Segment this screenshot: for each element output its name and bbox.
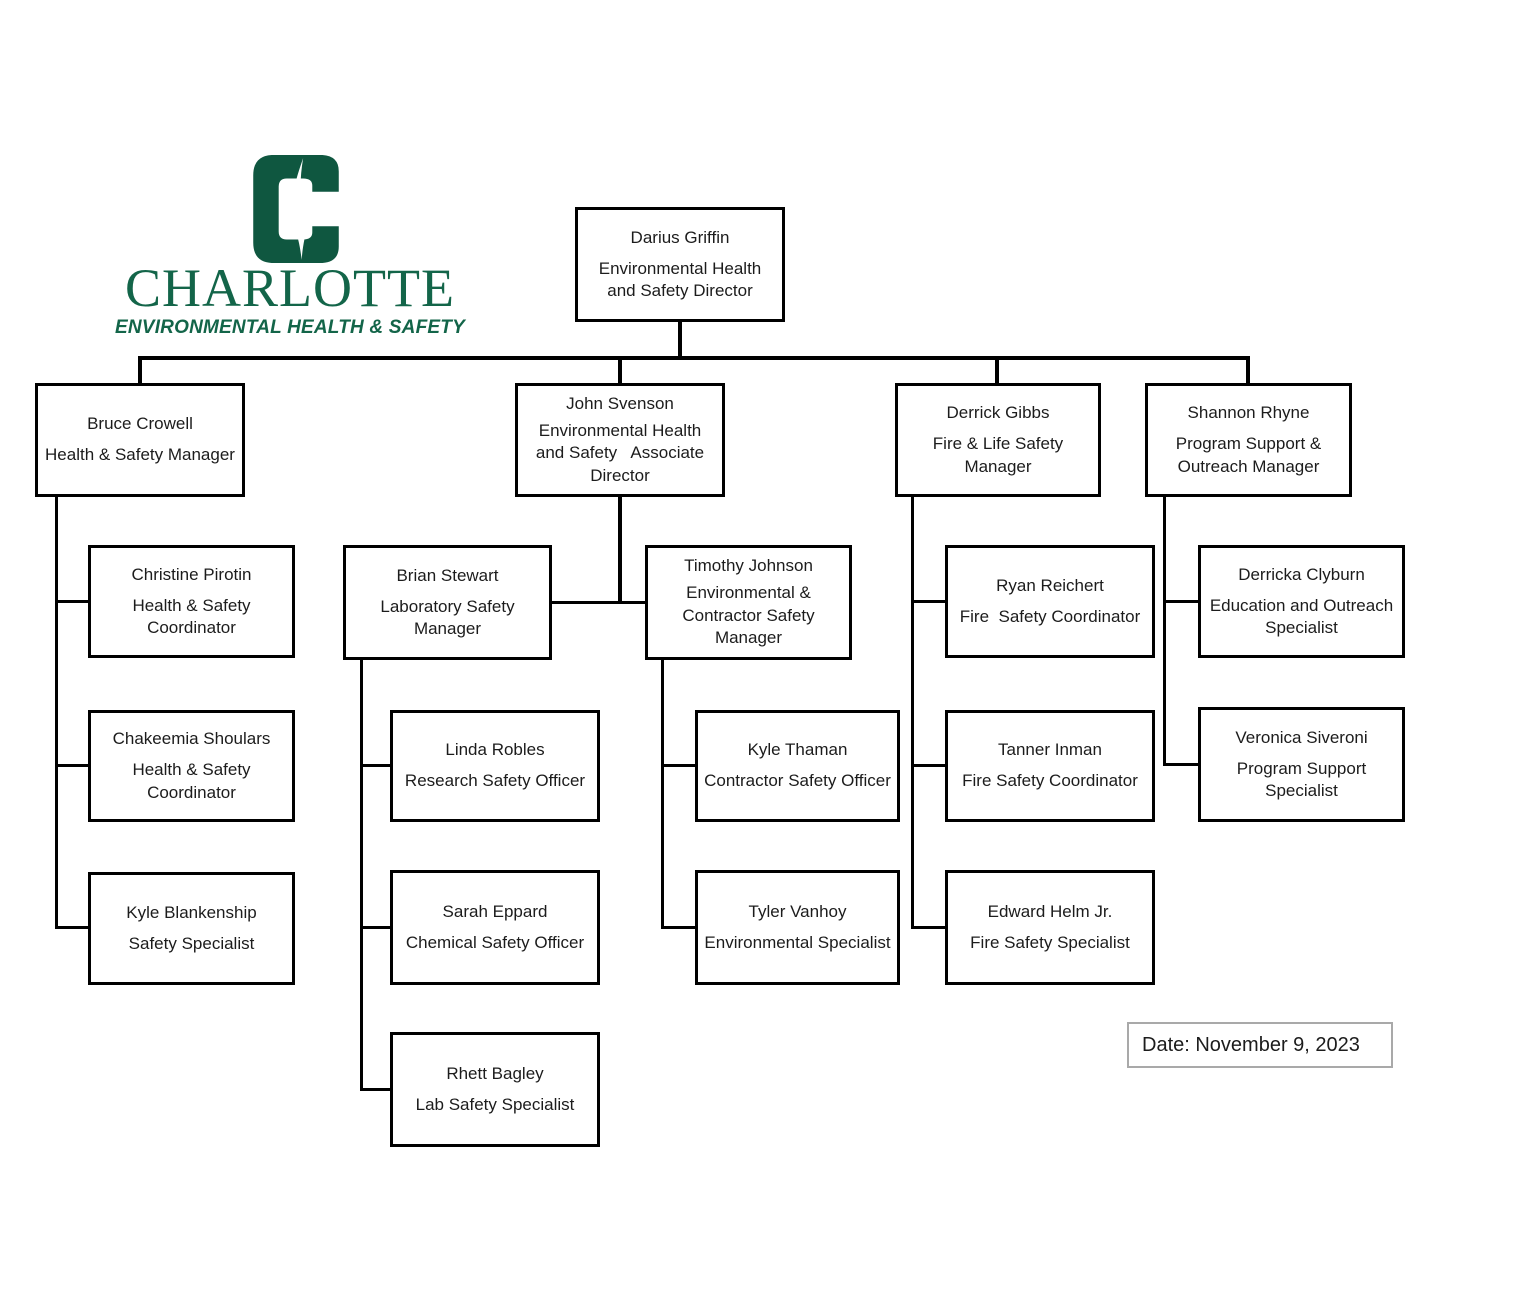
person-title: Contractor Safety Officer [704, 771, 891, 791]
connector-timothy-stub-tyler [661, 926, 695, 929]
person-title: Fire & Life Safety Manager [932, 434, 1064, 476]
connector-shannon-stub-derricka [1163, 600, 1198, 603]
person-title: Laboratory Safety Manager [380, 596, 515, 639]
person-title: Fire Safety Coordinator [962, 771, 1138, 791]
person-title: Fire Safety Coordinator [959, 606, 1141, 626]
person-title: Health & Safety Manager [45, 445, 235, 465]
connector-timothy-stub-kylet [661, 764, 695, 767]
person-name: Shannon Rhyne [1187, 403, 1310, 423]
org-node-derricka-clyburn: Derricka Clyburn Education and Outreach … [1198, 545, 1405, 658]
org-node-tanner-inman: Tanner Inman Fire Safety Coordinator [945, 710, 1155, 822]
connector-root-drop [678, 322, 682, 358]
person-name: Darius Griffin [630, 227, 730, 247]
connector-brian-stub-linda [360, 764, 390, 767]
person-title: Health & Safety Coordinator [132, 595, 251, 638]
connector-drop-bruce [138, 356, 142, 383]
person-title: Environmental Health and Safety Director [598, 258, 762, 301]
connector-bruce-stub-chakeemia [55, 764, 88, 767]
org-node-tyler-vanhoy: Tyler Vanhoy Environmental Specialist [695, 870, 900, 985]
connector-brian-rail [360, 660, 363, 1091]
person-name: Sarah Eppard [442, 901, 548, 921]
connector-shannon-stub-veronica [1163, 763, 1198, 766]
person-name: Veronica Siveroni [1235, 727, 1368, 747]
person-title: Research Safety Officer [404, 771, 586, 791]
person-title: Fire Safety Specialist [970, 932, 1130, 952]
connector-bruce-stub-christine [55, 600, 88, 603]
org-node-ryan-reichert: Ryan Reichert Fire Safety Coordinator [945, 545, 1155, 658]
org-node-veronica-siveroni: Veronica Siveroni Program Support Specia… [1198, 707, 1405, 822]
connector-john-horizontal [548, 601, 645, 604]
charlotte-c-logo-icon [253, 155, 339, 263]
connector-bruce-stub-kyleb [55, 926, 88, 929]
org-node-edward-helm-jr: Edward Helm Jr. Fire Safety Specialist [945, 870, 1155, 985]
connector-drop-shannon [1246, 356, 1250, 383]
person-title: Chemical Safety Officer [405, 932, 585, 952]
person-title: Environmental & Contractor Safety Manage… [682, 583, 815, 648]
person-name: Edward Helm Jr. [987, 901, 1113, 921]
connector-shannon-rail [1163, 497, 1166, 766]
person-name: John Svenson [566, 393, 674, 413]
person-name: Ryan Reichert [996, 575, 1104, 595]
org-node-derrick-gibbs: Derrick Gibbs Fire & Life Safety Manager [895, 383, 1101, 497]
connector-bruce-rail [55, 497, 58, 929]
date-label: Date: November 9, 2023 [1142, 1033, 1360, 1056]
org-node-rhett-bagley: Rhett Bagley Lab Safety Specialist [390, 1032, 600, 1147]
connector-brian-stub-rhett [360, 1088, 390, 1091]
person-title: Program Support Specialist [1236, 758, 1367, 801]
connector-top-trunk [138, 356, 1250, 360]
person-name: Bruce Crowell [87, 414, 193, 434]
org-node-timothy-johnson: Timothy Johnson Environmental & Contract… [645, 545, 852, 660]
person-name: Rhett Bagley [446, 1063, 544, 1083]
org-node-bruce-crowell: Bruce Crowell Health & Safety Manager [35, 383, 245, 497]
person-title: Environmental Specialist [704, 932, 891, 952]
person-title: Health & Safety Coordinator [132, 760, 251, 802]
org-node-kyle-blankenship: Kyle Blankenship Safety Specialist [88, 872, 295, 985]
org-node-chakeemia-shoulars: Chakeemia Shoulars Health & Safety Coord… [88, 710, 295, 822]
connector-john-drop [618, 497, 622, 604]
org-node-john-svenson: John Svenson Environmental Health and Sa… [515, 383, 725, 497]
person-name: Brian Stewart [396, 565, 499, 585]
person-title: Safety Specialist [128, 933, 255, 953]
person-name: Chakeemia Shoulars [112, 729, 271, 749]
org-node-darius-griffin: Darius Griffin Environmental Health and … [575, 207, 785, 322]
person-name: Tanner Inman [998, 740, 1102, 760]
org-node-sarah-eppard: Sarah Eppard Chemical Safety Officer [390, 870, 600, 985]
connector-drop-john [618, 356, 622, 383]
org-node-shannon-rhyne: Shannon Rhyne Program Support & Outreach… [1145, 383, 1352, 497]
connector-derrick-stub-edward [911, 926, 945, 929]
connector-timothy-rail [661, 660, 664, 929]
connector-brian-stub-sarah [360, 926, 390, 929]
person-name: Derricka Clyburn [1238, 564, 1365, 584]
person-name: Christine Pirotin [131, 564, 252, 584]
connector-drop-derrick [995, 356, 999, 383]
person-name: Linda Robles [445, 740, 545, 760]
connector-derrick-stub-tanner [911, 764, 945, 767]
org-node-linda-robles: Linda Robles Research Safety Officer [390, 710, 600, 822]
person-name: Kyle Blankenship [126, 902, 257, 922]
org-node-brian-stewart: Brian Stewart Laboratory Safety Manager [343, 545, 552, 660]
date-box: Date: November 9, 2023 [1127, 1022, 1393, 1068]
logo-wordmark: CHARLOTTE [125, 258, 455, 318]
person-title: Program Support & Outreach Manager [1175, 434, 1322, 476]
logo-tagline: ENVIRONMENTAL HEALTH & SAFETY [115, 317, 465, 338]
person-name: Tyler Vanhoy [748, 901, 847, 921]
person-title: Education and Outreach Specialist [1209, 595, 1394, 638]
person-title: Environmental Health and Safety Associat… [535, 420, 705, 485]
person-name: Derrick Gibbs [946, 403, 1050, 423]
org-node-kyle-thaman: Kyle Thaman Contractor Safety Officer [695, 710, 900, 822]
connector-derrick-stub-ryan [911, 600, 945, 603]
connector-derrick-rail [911, 497, 914, 929]
person-name: Timothy Johnson [684, 556, 813, 576]
person-name: Kyle Thaman [747, 740, 848, 760]
org-node-christine-pirotin: Christine Pirotin Health & Safety Coordi… [88, 545, 295, 658]
person-title: Lab Safety Specialist [415, 1094, 575, 1114]
